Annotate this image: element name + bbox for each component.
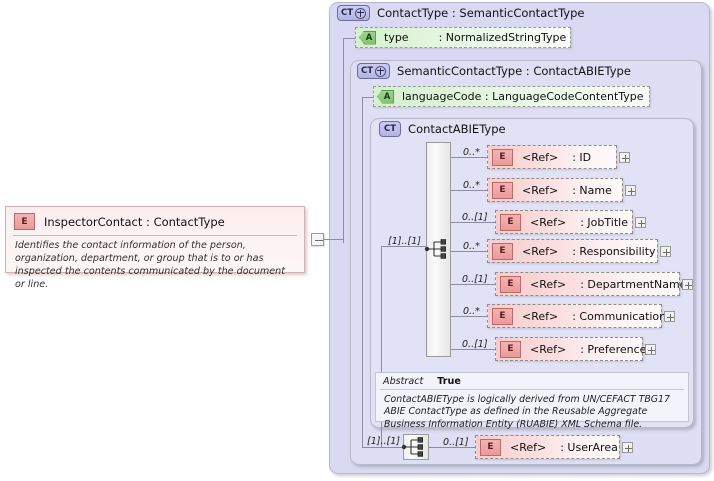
- expand-button-preference[interactable]: [645, 344, 656, 355]
- container-contactabietype-title: ContactABIEType: [408, 122, 506, 136]
- connector-vertical-l2: [362, 97, 363, 447]
- expand-button-userarea[interactable]: [622, 442, 633, 453]
- occurrence-label-1: 0..*: [463, 180, 480, 191]
- connector-sequence-in: [381, 246, 428, 247]
- sequence-icon[interactable]: [424, 237, 452, 261]
- root-element-documentation: Identifies the contact information of th…: [15, 240, 286, 290]
- occurrence-label-5: 0..*: [463, 306, 480, 317]
- element-icon: E: [14, 213, 35, 230]
- attribute-type[interactable]: A type : NormalizedStringType: [355, 27, 571, 48]
- element-ref-userarea: <Ref>: [510, 440, 547, 454]
- element-name-3: : Responsibility: [572, 244, 656, 258]
- element-icon: E: [492, 181, 513, 199]
- occurrence-label-0: 0..*: [463, 147, 480, 158]
- element-name[interactable]: E <Ref> : Name: [487, 178, 623, 202]
- userarea-occurrence-label: 0..[1]: [443, 437, 469, 448]
- attribute-languagecode[interactable]: A languageCode : LanguageCodeContentType: [373, 86, 650, 107]
- element-ref-2: <Ref>: [530, 215, 567, 229]
- connector-row-0: [451, 157, 487, 158]
- element-responsibility[interactable]: E <Ref> : Responsibility: [487, 239, 658, 263]
- complextype-icon: CT: [357, 63, 391, 79]
- root-element-header: E InspectorContact : ContactType: [6, 207, 304, 230]
- connector-row-3: [451, 251, 487, 252]
- element-ref-6: <Ref>: [530, 342, 567, 356]
- connector-row-5: [451, 316, 487, 317]
- element-ref-0: <Ref>: [522, 150, 559, 164]
- element-preference[interactable]: E <Ref> : Preference: [495, 337, 647, 361]
- element-ref-3: <Ref>: [522, 244, 559, 258]
- root-element-title: InspectorContact : ContactType: [44, 214, 225, 229]
- expand-button-communication[interactable]: [664, 311, 675, 322]
- occurrence-label-4: 0..[1]: [462, 274, 488, 285]
- attribute-type-name: type: [384, 31, 409, 44]
- expand-button-id[interactable]: [619, 152, 630, 163]
- element-name-5: : Communication: [572, 309, 667, 323]
- container-contacttype-header: CT ContactType : SemanticContactType: [337, 5, 585, 21]
- abstract-value: True: [437, 376, 461, 387]
- element-name-1: : Name: [572, 183, 612, 197]
- annotation-divider: [380, 389, 684, 390]
- connector-row-4: [451, 284, 495, 285]
- root-element-card[interactable]: E InspectorContact : ContactType Identif…: [5, 206, 305, 290]
- expand-button-name[interactable]: [625, 185, 636, 196]
- attribute-languagecode-name: languageCode : LanguageCodeContentType: [402, 90, 644, 103]
- element-communication[interactable]: E <Ref> : Communication: [487, 304, 666, 328]
- attribute-icon: A: [359, 30, 376, 45]
- connector-userarea: [429, 447, 475, 448]
- sequence-occurrence-label: [1]..[1]: [388, 236, 421, 247]
- container-contacttype-title: ContactType : SemanticContactType: [377, 6, 585, 20]
- annotation-panel: Abstract True ContactABIEType is logical…: [375, 372, 689, 430]
- element-name-6: : Preference: [580, 342, 647, 356]
- element-jobtitle[interactable]: E <Ref> : JobTitle: [495, 210, 633, 234]
- connector-row-1: [451, 190, 487, 191]
- collapse-toggle[interactable]: [311, 233, 324, 246]
- sequence-icon[interactable]: [401, 435, 429, 459]
- connector-type-attr: [343, 38, 356, 39]
- abstract-row: Abstract True: [376, 373, 688, 389]
- element-departmentname[interactable]: E <Ref> : DepartmentName: [495, 272, 686, 296]
- userarea-sequence-occurrence: [1]..[1]: [367, 436, 400, 447]
- container-semanticcontacttype-title: SemanticContactType : ContactABIEType: [397, 64, 631, 78]
- element-icon: E: [492, 307, 513, 325]
- root-element-divider: [13, 235, 297, 236]
- attribute-icon: A: [377, 89, 394, 104]
- element-icon: E: [500, 275, 521, 293]
- element-icon: E: [480, 438, 501, 456]
- annotation-text: ContactABIEType is logically derived fro…: [384, 394, 670, 430]
- element-name-userarea: : UserArea: [560, 440, 618, 454]
- abstract-label: Abstract: [383, 376, 424, 387]
- connector-languagecode-attr: [362, 97, 374, 98]
- element-name-4: : DepartmentName: [580, 277, 687, 291]
- element-ref-4: <Ref>: [530, 277, 567, 291]
- element-userarea[interactable]: E <Ref> : UserArea: [475, 435, 620, 459]
- occurrence-label-3: 0..*: [463, 241, 480, 252]
- connector-row-6: [451, 349, 495, 350]
- connector-root-to-container: [324, 239, 343, 240]
- element-ref-1: <Ref>: [522, 183, 559, 197]
- connector-vertical-l3: [381, 246, 382, 448]
- element-name-2: : JobTitle: [580, 215, 628, 229]
- connector-vertical-l1: [343, 38, 344, 243]
- expand-button-responsibility[interactable]: [660, 246, 671, 257]
- element-name-0: : ID: [572, 150, 592, 164]
- expand-button-jobtitle[interactable]: [635, 217, 646, 228]
- element-icon: E: [500, 213, 521, 231]
- element-icon: E: [492, 148, 513, 166]
- element-icon: E: [492, 242, 513, 260]
- element-icon: E: [500, 340, 521, 358]
- connector-row-2: [451, 222, 495, 223]
- expand-button-departmentname[interactable]: [682, 279, 693, 290]
- connector-userarea-sequence: [362, 447, 404, 448]
- occurrence-label-2: 0..[1]: [462, 212, 488, 223]
- element-ref-5: <Ref>: [522, 309, 559, 323]
- occurrence-label-6: 0..[1]: [462, 339, 488, 350]
- attribute-type-datatype: : NormalizedStringType: [438, 31, 567, 44]
- complextype-icon: CT: [379, 121, 402, 137]
- element-id[interactable]: E <Ref> : ID: [487, 145, 617, 169]
- container-contactabietype-header: CT ContactABIEType: [379, 121, 506, 137]
- complextype-icon: CT: [337, 5, 371, 21]
- container-semanticcontacttype-header: CT SemanticContactType : ContactABIEType: [357, 63, 631, 79]
